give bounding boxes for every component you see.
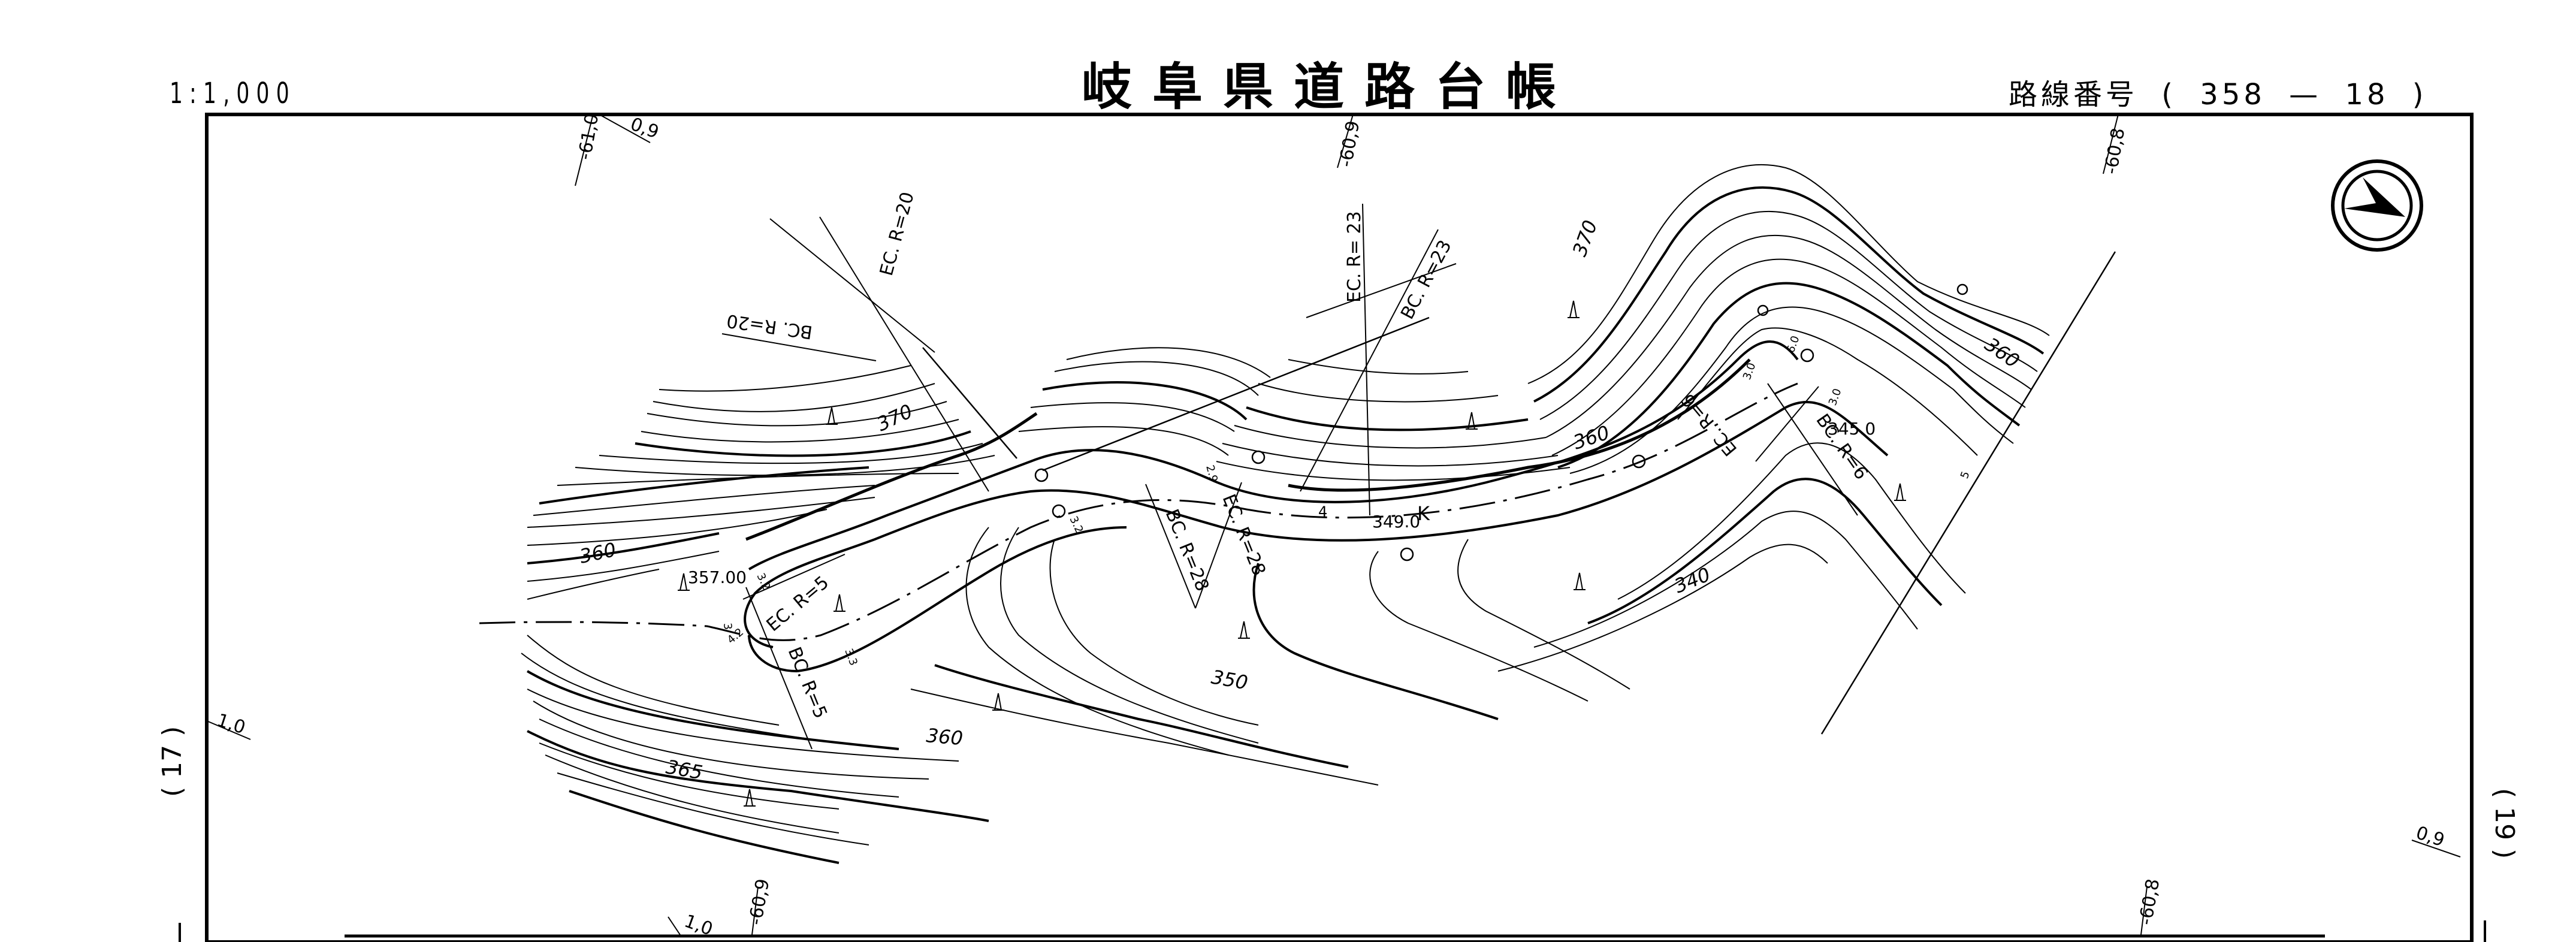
curve-ref-line: [819, 216, 989, 492]
survey-point: [1034, 468, 1049, 482]
grid-tick: [599, 114, 651, 143]
road-width: 4: [1318, 503, 1327, 520]
spot-height: 349.0: [1372, 512, 1420, 532]
curve-ref-line: [1306, 263, 1457, 318]
grid-tick: [2140, 886, 2148, 935]
curve-labels: EC. R=20 BC. R=20 EC. R= 23 BC. R=23 EC.…: [725, 190, 1871, 721]
survey-point: [1956, 283, 1968, 295]
spot-height: 345.0: [1828, 419, 1876, 439]
curve-label: EC. R=6: [1678, 390, 1742, 460]
curve-label: EC. R= 23: [1344, 211, 1365, 303]
curve-ref-line: [1362, 203, 1370, 516]
curve-label: BC. R=5: [784, 644, 831, 721]
curve-label: BC. R=23: [1397, 237, 1456, 323]
contour-label: 340: [1671, 563, 1714, 597]
curve-ref-line: [721, 333, 877, 361]
survey-point: [1800, 348, 1814, 363]
tree-icon: [1466, 412, 1478, 430]
road-width: 6.0: [1784, 334, 1802, 355]
tree-icon: [1238, 621, 1250, 639]
tree-icon: [1568, 300, 1580, 318]
tree-symbols: [678, 300, 1906, 807]
route-number: 路線番号 ( 358 — 18 ): [2009, 71, 2438, 113]
grid-label-top: -60,9: [1335, 119, 1364, 169]
grid-tick: [668, 916, 681, 935]
contour-group-right: [1497, 164, 2050, 672]
tree-icon: [833, 594, 845, 612]
grid-label-left: 1,0: [215, 709, 248, 738]
grid-tick: [575, 113, 594, 186]
route-label: 路線番号: [2009, 78, 2139, 111]
grid-label-bottom: -60,9: [745, 877, 774, 927]
grid-label-bottom: -60,8: [2135, 877, 2164, 927]
grid-label-top: -61,0: [574, 112, 603, 162]
contour-group-middle: [1018, 347, 1571, 481]
road-width: 2.9: [1203, 464, 1220, 484]
grid-tick: [2103, 114, 2119, 174]
retaining-wall: [745, 412, 1038, 541]
curve-ref-line: [1195, 482, 1242, 609]
road-width-labels: 3.2 3 4.2 3.3 3.2 2.9 4 3.0 6.0 3.0 5: [721, 334, 1973, 668]
k-mark: K: [1417, 502, 1430, 525]
contour-label: 370: [1568, 217, 1602, 259]
grid-label-top: 0,9: [627, 114, 662, 143]
survey-boundary: [922, 347, 1017, 459]
survey-point: [1400, 547, 1414, 561]
tree-icon: [744, 789, 756, 807]
tree-icon: [1894, 483, 1906, 501]
grid-label-top: -60,8: [2100, 126, 2129, 176]
curve-ref-line: [1755, 386, 1819, 462]
tree-icon: [678, 573, 690, 591]
map-scale: 1:1,000: [170, 77, 296, 110]
grid-tick: [1337, 114, 1354, 168]
contour-group-left: [521, 365, 995, 864]
grid-tick: [206, 720, 251, 740]
tree-icon: [826, 407, 838, 425]
retaining-wall: [1288, 358, 1751, 492]
contour-label: 365: [665, 755, 705, 784]
contour-group-lower: [910, 527, 1630, 786]
curve-ref-line: [769, 218, 935, 353]
survey-point: [1757, 304, 1769, 316]
road-width: 3: [721, 623, 734, 630]
survey-boundary: [1820, 251, 2116, 735]
route-separator: —: [2289, 78, 2322, 111]
survey-boundary: [1042, 316, 1430, 472]
road-edge: [748, 340, 1799, 570]
curve-ref-line: [1145, 484, 1196, 609]
tree-icon: [992, 693, 1004, 711]
route-open-paren: (: [2161, 78, 2177, 111]
survey-point: [1632, 454, 1646, 469]
curve-ref-line: [742, 554, 845, 600]
grid-tick: [751, 886, 759, 935]
curve-label: EC. R=5: [763, 572, 833, 636]
curve-ref-line: [1300, 229, 1439, 492]
spot-height: 357.00: [688, 567, 747, 587]
road-width: 5: [1958, 470, 1973, 481]
road-width: 3.2: [754, 571, 772, 592]
sheet-number: 18: [2345, 78, 2389, 111]
curve-label: BC. R=28: [1161, 506, 1213, 594]
route-number-value: 358: [2200, 78, 2266, 111]
road-centerline: [479, 382, 1798, 641]
survey-point: [1052, 504, 1066, 518]
spot-heights: 357.00 349.0 345.0 K: [688, 419, 1876, 587]
route-close-paren: ): [2412, 78, 2427, 111]
contour-label: 350: [1210, 665, 1250, 694]
curve-label: BC. R=20: [725, 310, 814, 343]
grid-tick: [2411, 840, 2461, 858]
curve-label: EC. R=20: [876, 190, 919, 278]
road-width: 3.0: [1826, 387, 1844, 407]
map-frame: [205, 113, 2474, 942]
contour-label: 360: [925, 724, 964, 750]
grid-label-right: 0,9: [2414, 822, 2447, 851]
north-arrow-icon: [2331, 159, 2423, 252]
tree-icon: [1574, 572, 1586, 590]
road-edge: [744, 401, 1889, 648]
page-title: 岐阜県道路台帳: [1082, 58, 1577, 116]
survey-point: [1251, 450, 1266, 464]
road-edge: [748, 526, 1127, 672]
